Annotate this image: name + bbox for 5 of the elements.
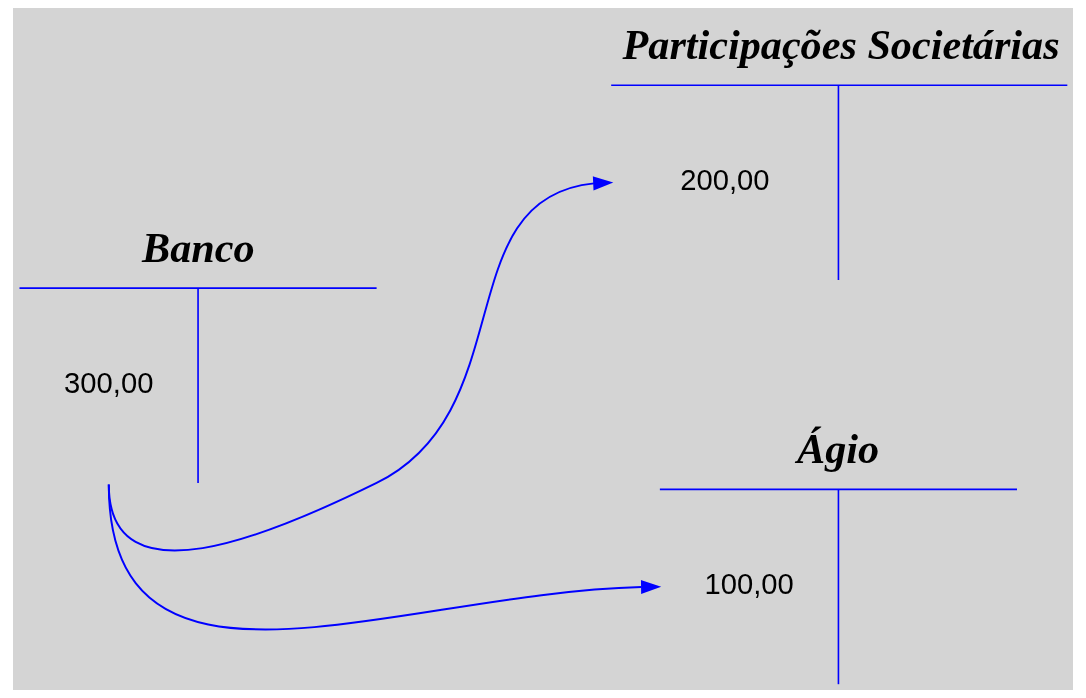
node-text: Ágio 100,00 [704, 425, 880, 600]
node-text: Banco 300,00 [64, 223, 255, 399]
node-text: Participações Societárias 200,00 [622, 20, 1060, 196]
arrow [107, 483, 662, 631]
arrow [107, 176, 614, 552]
